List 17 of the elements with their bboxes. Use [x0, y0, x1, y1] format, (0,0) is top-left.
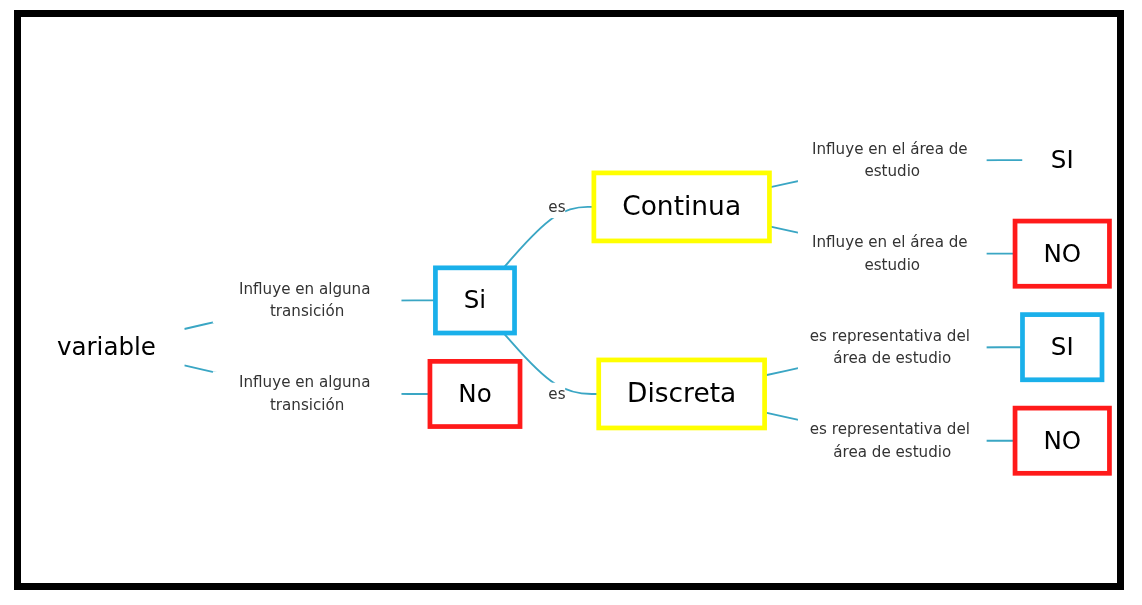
node-box: SI [1020, 311, 1105, 382]
node-text: SI [1050, 145, 1074, 174]
node-box: Si [433, 265, 517, 335]
edge-label: es representativa del área de estudio [809, 419, 970, 461]
node-box: Discreta [596, 357, 767, 430]
node-box: Continua [591, 170, 772, 243]
edge-label: Influye en el área de estudio [812, 138, 968, 180]
edge-label: es [548, 384, 566, 403]
edge-label: Influye en alguna transición [239, 372, 371, 414]
edge-label: Influye en el área de estudio [812, 232, 968, 274]
node-text: variable [56, 332, 156, 361]
edge-label: Influye en alguna transición [239, 279, 371, 320]
edge-label: es representativa del área de estudio [809, 325, 970, 367]
node-box: No [427, 358, 523, 429]
edge-label: es [548, 197, 566, 215]
node-box: NO [1012, 218, 1112, 289]
node-box: NO [1012, 405, 1112, 476]
